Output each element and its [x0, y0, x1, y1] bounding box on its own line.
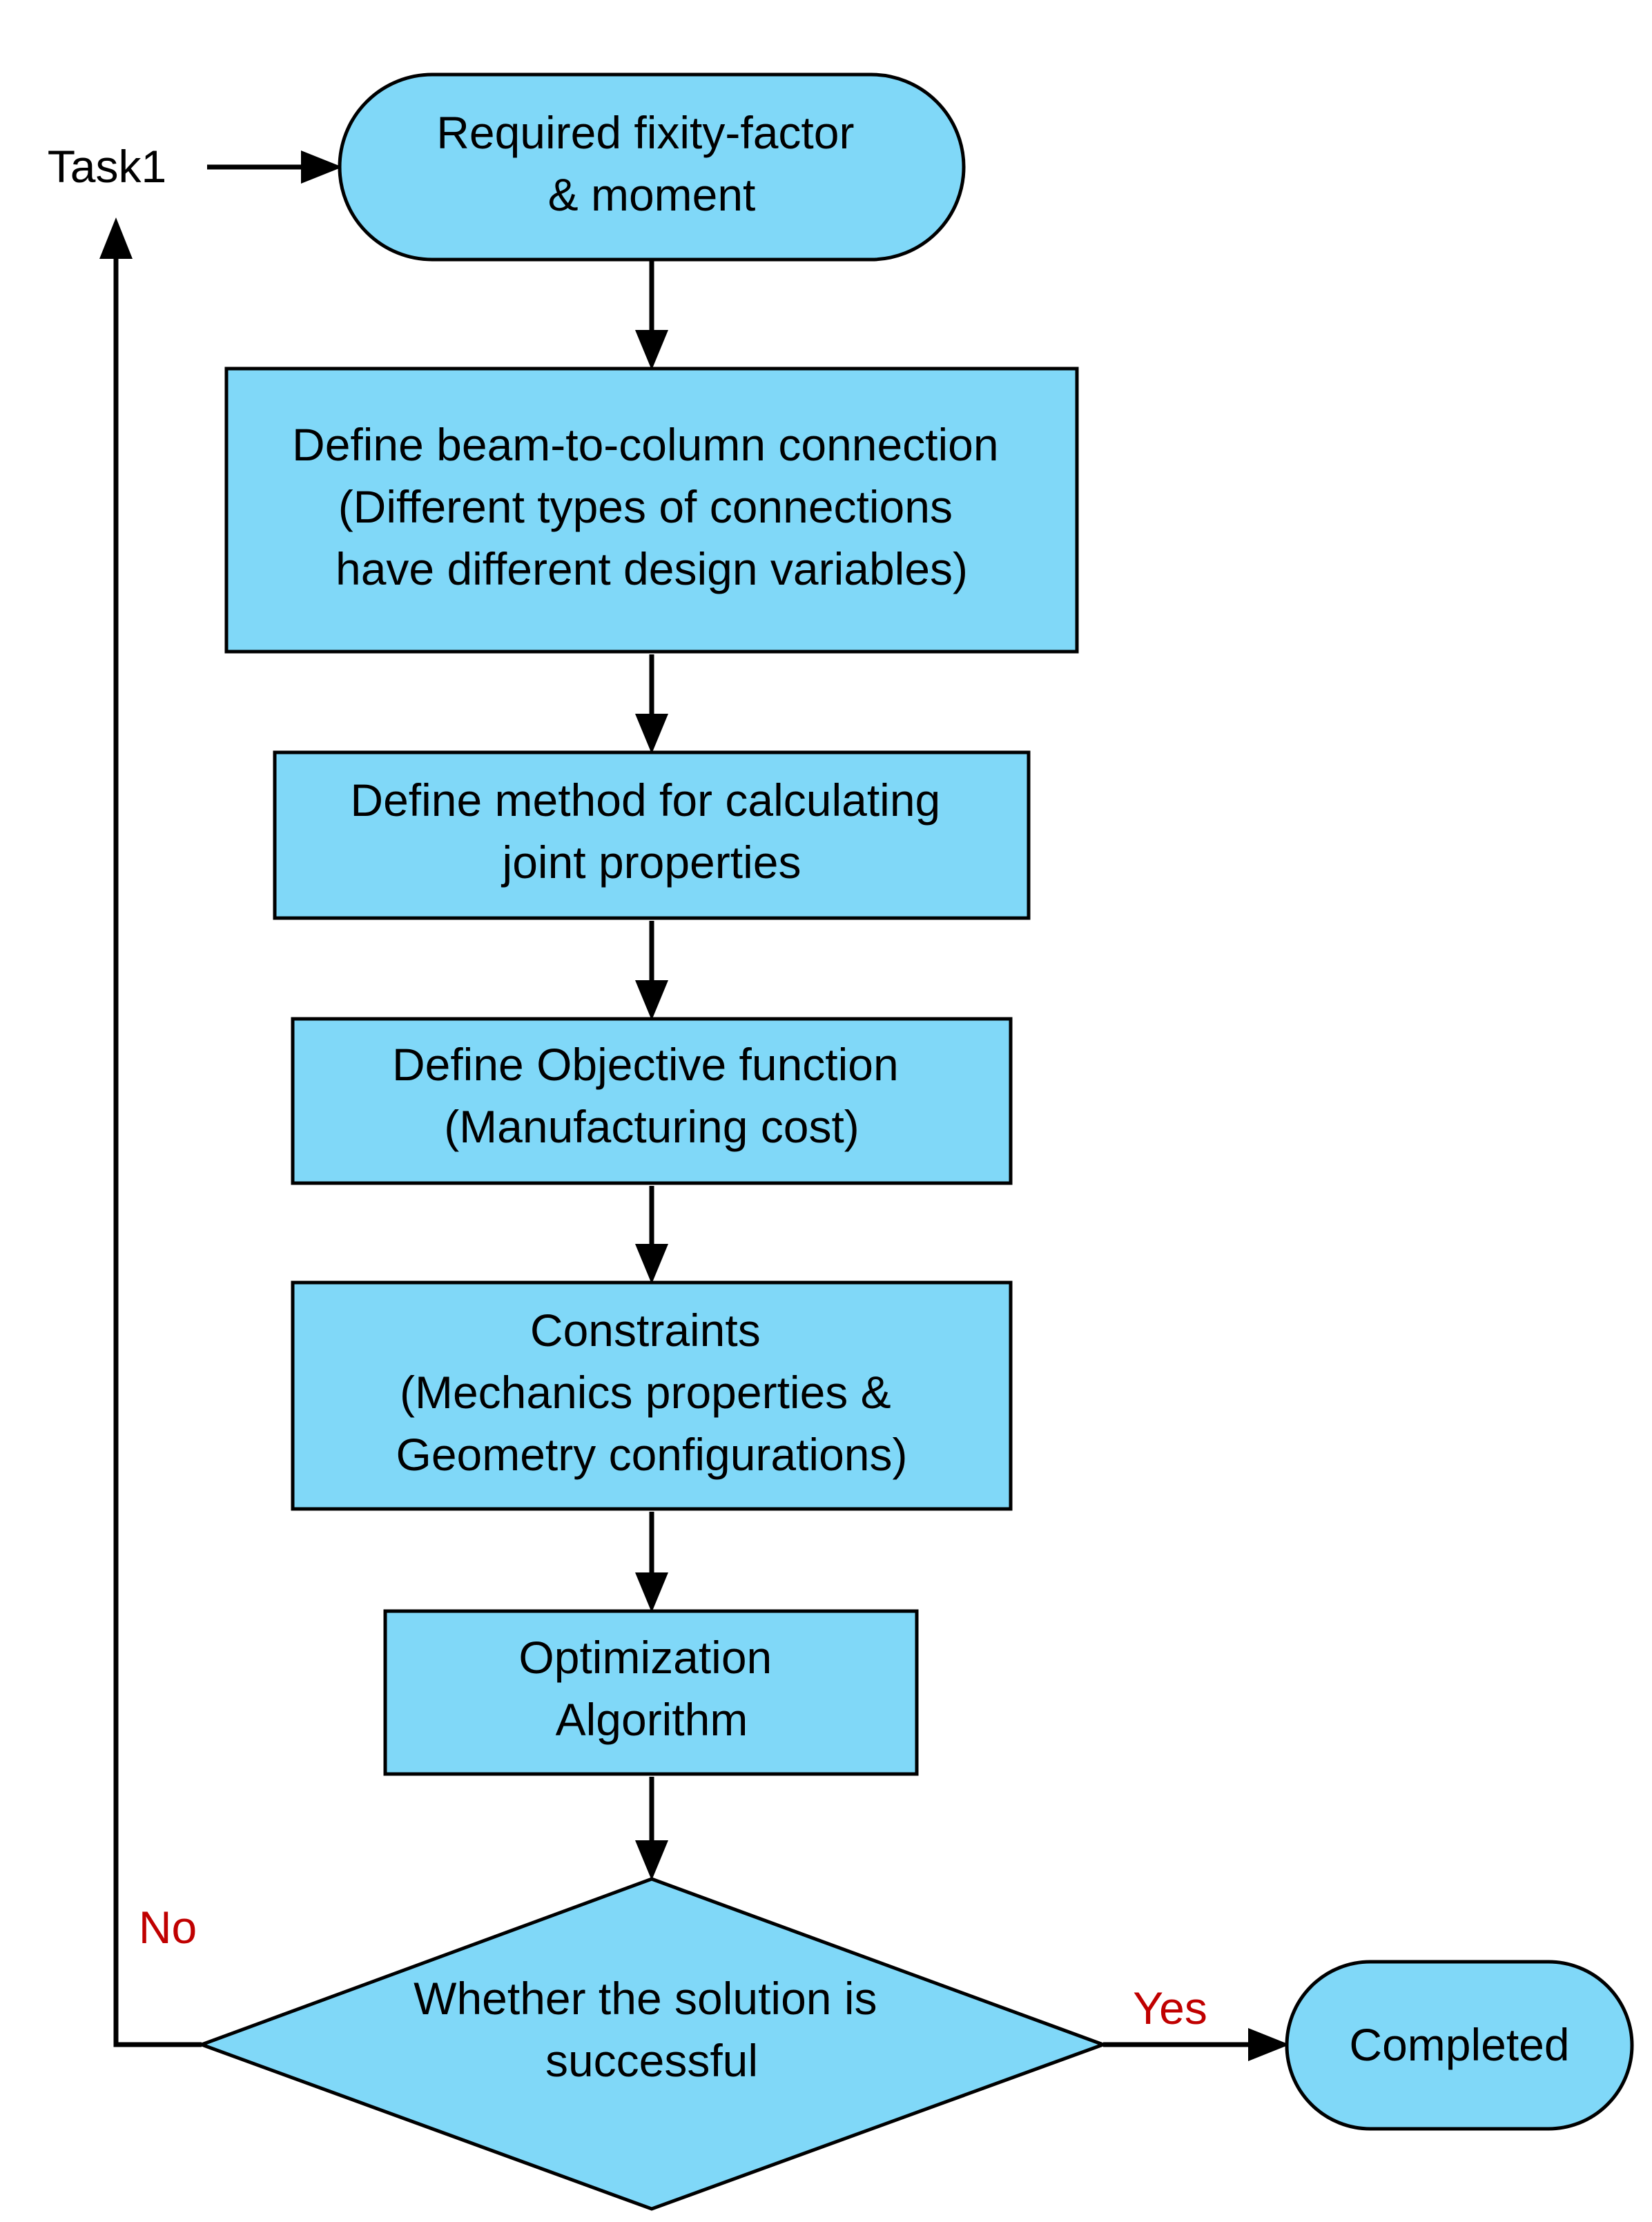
- constraints-step: Constraints (Mechanics properties & Geom…: [291, 1280, 1013, 1511]
- decision: Whether the solution is successful: [196, 1877, 1109, 2211]
- algorithm-step-box: [383, 1609, 919, 1776]
- connection-line-2: (Different types of connections: [338, 481, 953, 532]
- objective-step: Define Objective function (Manufacturing…: [291, 1017, 1013, 1185]
- arrowhead-start-to-connection: [635, 330, 668, 370]
- method-step-box: [273, 750, 1031, 920]
- decision-text: Whether the solution is successful: [414, 1973, 890, 2086]
- decision-diamond: [196, 1877, 1109, 2211]
- arrowhead-connection-to-method: [635, 714, 668, 754]
- connection-step-text: Define beam-to-column connection (Differ…: [292, 419, 1011, 594]
- arrowhead-yes: [1248, 2028, 1290, 2061]
- objective-step-box: [291, 1017, 1013, 1185]
- connection-step-box: [224, 367, 1079, 654]
- algorithm-line-2: Algorithm: [556, 1694, 748, 1745]
- constraints-line-2: (Mechanics properties &: [400, 1367, 891, 1418]
- completed-line-1: Completed: [1349, 2019, 1569, 2070]
- connection-step: Define beam-to-column connection (Differ…: [224, 367, 1079, 654]
- method-step-text: Define method for calculating joint prop…: [350, 774, 953, 888]
- arrowhead-constraints-to-algorithm: [635, 1572, 668, 1612]
- objective-line-1: Define Objective function: [392, 1039, 899, 1090]
- decision-line-1: Whether the solution is: [414, 1973, 877, 2024]
- constraints-step-text: Constraints (Mechanics properties & Geom…: [396, 1305, 908, 1480]
- constraints-step-box: [291, 1280, 1013, 1511]
- no-branch-label: No: [139, 1902, 197, 1953]
- constraints-line-1: Constraints: [530, 1305, 761, 1356]
- task-label: Task1: [48, 141, 166, 192]
- connectors: [99, 150, 1290, 2061]
- arrow-decision-no-loop: [113, 259, 202, 2047]
- connection-line-3: have different design variables): [336, 543, 968, 594]
- method-step: Define method for calculating joint prop…: [273, 750, 1031, 920]
- arrowhead-task-to-start: [301, 150, 342, 184]
- start-terminal: Required fixity-factor & moment: [338, 72, 966, 262]
- method-line-2: joint properties: [501, 837, 801, 888]
- start-line-2: & moment: [548, 169, 756, 220]
- connection-line-1: Define beam-to-column connection: [292, 419, 999, 470]
- algorithm-step-text: Optimization Algorithm: [518, 1632, 784, 1745]
- algorithm-line-1: Optimization: [518, 1632, 772, 1683]
- arrowhead-no-loop: [99, 217, 133, 259]
- arrowhead-algorithm-to-decision: [635, 1840, 668, 1880]
- completed-terminal-text: Completed: [1349, 2019, 1569, 2070]
- decision-line-2: successful: [545, 2035, 758, 2086]
- objective-step-text: Define Objective function (Manufacturing…: [392, 1039, 911, 1152]
- start-terminal-shape: [338, 72, 966, 262]
- start-line-1: Required fixity-factor: [436, 107, 854, 158]
- yes-branch-label: Yes: [1133, 1982, 1207, 2034]
- completed-terminal: Completed: [1285, 1960, 1634, 2131]
- start-terminal-text: Required fixity-factor & moment: [436, 107, 867, 220]
- arrowhead-objective-to-constraints: [635, 1244, 668, 1284]
- arrowhead-method-to-objective: [635, 980, 668, 1020]
- completed-terminal-shape: [1285, 1960, 1634, 2131]
- algorithm-step: Optimization Algorithm: [383, 1609, 919, 1776]
- method-line-1: Define method for calculating: [350, 774, 940, 826]
- objective-line-2: (Manufacturing cost): [444, 1101, 859, 1152]
- constraints-line-3: Geometry configurations): [396, 1429, 908, 1480]
